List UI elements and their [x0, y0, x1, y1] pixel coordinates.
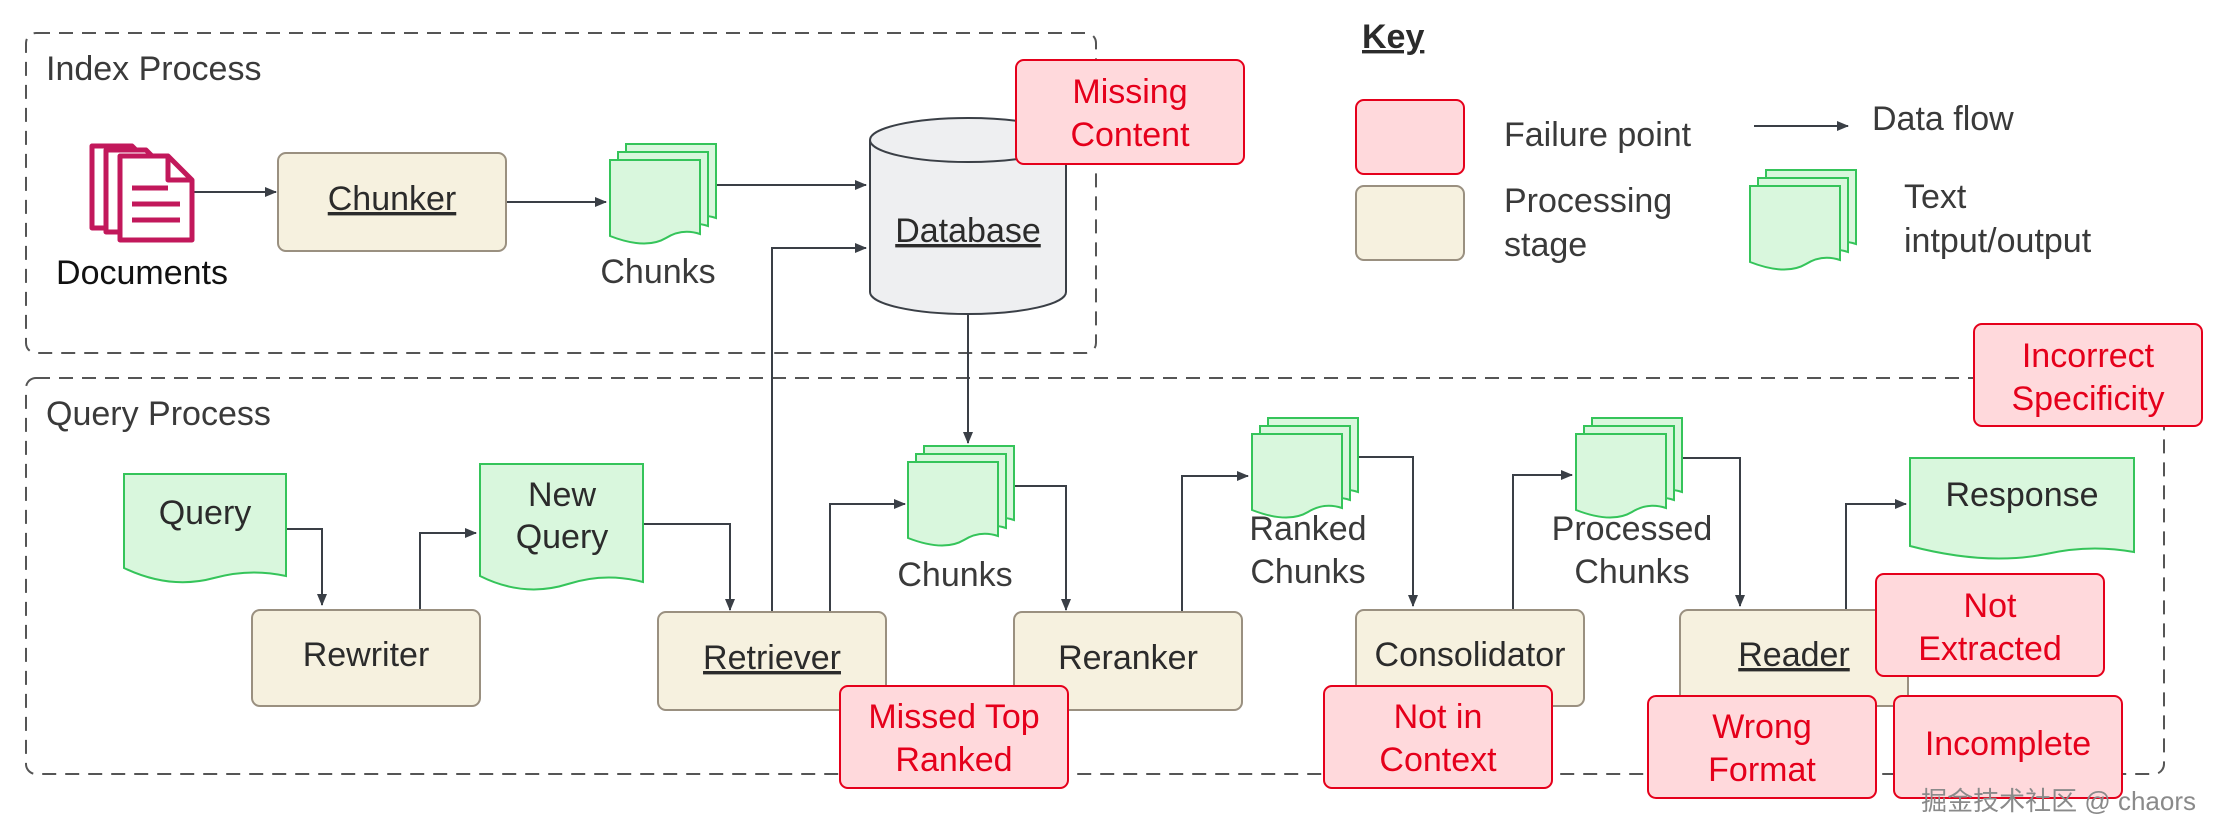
new-query-label-line2: Query — [516, 518, 609, 556]
key-text-io-label-line1: Text — [1904, 178, 1967, 216]
failure-not-extracted-line2: Extracted — [1918, 630, 2062, 668]
failure-missed-top-ranked-line1: Missed Top — [868, 698, 1039, 736]
arrow-retriever-database — [771, 243, 867, 612]
retriever-stage — [657, 611, 887, 711]
failure-not-extracted — [1875, 573, 2105, 677]
query-process-title: Query Process — [46, 395, 271, 433]
failure-incorrect-specificity — [1973, 323, 2203, 427]
failure-not-in-context-line2: Context — [1379, 741, 1497, 779]
chunks-index-icon — [609, 143, 717, 245]
new-query-label-line1: New — [528, 476, 596, 514]
arrow-reranker-ranked — [1181, 471, 1249, 612]
failure-missing-content-line1: Missing — [1072, 73, 1187, 111]
key-text-io-icon — [1749, 169, 1857, 271]
failure-missing-content — [1015, 59, 1245, 165]
response-text-node — [1909, 457, 2135, 560]
connectors — [192, 180, 1907, 612]
chunker-label: Chunker — [328, 180, 457, 218]
new-query-text-node — [479, 463, 644, 591]
key-text-io-label-line2: intput/output — [1904, 222, 2092, 260]
key-stage-label-line2: stage — [1504, 226, 1587, 264]
reranker-stage — [1013, 611, 1243, 711]
failure-not-in-context-line1: Not in — [1394, 698, 1483, 736]
key-failure-swatch — [1355, 99, 1465, 175]
failure-missed-top-ranked — [839, 685, 1069, 789]
arrow-reader-response — [1845, 499, 1907, 610]
chunker-stage — [277, 152, 507, 252]
query-label: Query — [159, 494, 252, 532]
arrow-retriever-chunks — [829, 499, 906, 612]
chunks-query-label: Chunks — [897, 556, 1012, 594]
key-stage-swatch — [1355, 185, 1465, 261]
query-text-node — [123, 473, 287, 584]
failure-wrong-format — [1647, 695, 1877, 799]
key-stage-label-line1: Processing — [1504, 182, 1672, 220]
processed-chunks-icon — [1575, 417, 1683, 519]
key-title: Key — [1362, 18, 1424, 56]
processed-chunks-label-line2: Chunks — [1574, 553, 1689, 591]
failure-missing-content-line2: Content — [1070, 116, 1190, 154]
arrow-newquery-retriever — [643, 523, 735, 611]
rewriter-stage — [251, 609, 481, 707]
ranked-chunks-label-line2: Chunks — [1250, 553, 1365, 591]
arrow-chunks-reranker — [1014, 485, 1071, 611]
chunks-query-icon — [907, 445, 1015, 547]
rewriter-label: Rewriter — [303, 636, 430, 674]
reranker-label: Reranker — [1058, 639, 1198, 677]
ranked-chunks-icon — [1251, 417, 1359, 519]
processed-chunks-label-line1: Processed — [1552, 510, 1713, 548]
failure-not-extracted-line1: Not — [1964, 587, 2017, 625]
reader-label: Reader — [1738, 636, 1850, 674]
arrow-rewriter-newquery — [419, 528, 477, 610]
documents-icon — [89, 143, 195, 243]
query-process-container — [25, 377, 2165, 775]
arrow-query-rewriter — [286, 528, 327, 606]
retriever-label: Retriever — [703, 639, 841, 677]
ranked-chunks-label-line1: Ranked — [1249, 510, 1366, 548]
documents-label: Documents — [56, 254, 228, 292]
response-label: Response — [1945, 476, 2098, 514]
failure-incorrect-specificity-line2: Specificity — [2011, 380, 2164, 418]
key-data-flow-label: Data flow — [1872, 100, 2014, 138]
chunks-index-label: Chunks — [600, 253, 715, 291]
consolidator-label: Consolidator — [1375, 636, 1566, 674]
failure-incomplete — [1893, 695, 2123, 799]
arrow-processed-reader — [1682, 457, 1745, 607]
failure-incorrect-specificity-line1: Incorrect — [2022, 337, 2155, 375]
watermark: 掘金技术社区 @ chaors — [1921, 786, 2196, 816]
failure-not-in-context — [1323, 685, 1553, 789]
database-label: Database — [895, 212, 1041, 250]
failure-wrong-format-line2: Format — [1708, 751, 1816, 789]
failure-wrong-format-line1: Wrong — [1712, 708, 1812, 746]
index-process-title: Index Process — [46, 50, 261, 88]
failure-missed-top-ranked-line2: Ranked — [895, 741, 1012, 779]
failure-incomplete-line1: Incomplete — [1925, 725, 2091, 763]
arrow-ranked-consolidator — [1358, 456, 1418, 607]
key-failure-label: Failure point — [1504, 116, 1692, 154]
arrow-consolidator-processed — [1512, 470, 1573, 610]
